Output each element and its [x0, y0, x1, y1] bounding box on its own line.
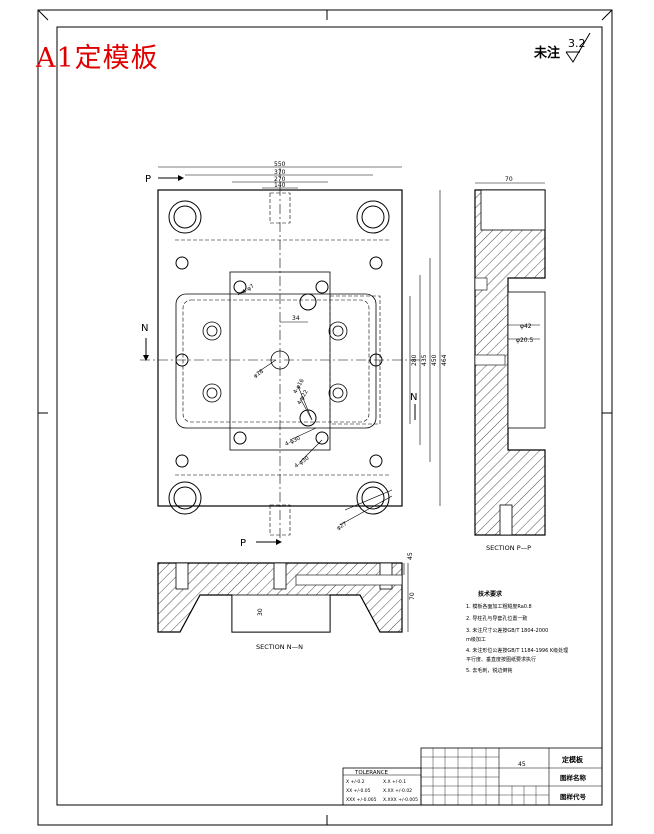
plan-view: 550 370 270 140 280 435 450 464 34 φ18 4 [140, 161, 448, 549]
dim-side-bore-1: φ42 [520, 323, 532, 330]
section-pp-view: 70 φ42 φ20.5 SECTION P—P [474, 176, 546, 552]
note-4: 4. 未注形位公差按GB/T 1184-1996 K级处理 [466, 647, 568, 654]
dim-plan-top-3: 270 [274, 176, 286, 183]
dim-plan-right-3: 450 [431, 354, 438, 366]
callout-6: 4-φ30 [294, 455, 311, 469]
tolerance-row-1: X +/-0.2 [346, 779, 365, 785]
roughness-value: 3.2 [568, 37, 586, 50]
dim-plan-top-2: 370 [274, 169, 286, 176]
inner-border [56, 26, 603, 806]
dim-section-left: 30 [257, 608, 264, 616]
tolerance-header: TOLERANCE [354, 770, 389, 776]
note-3: 3. 未注尺寸公差按GB/T 1804-2000 [466, 627, 548, 634]
section-nn-caption: SECTION N—N [256, 643, 303, 651]
title-drawing-code: 图样代号 [560, 792, 587, 801]
roughness-label: 未注 [533, 45, 560, 61]
dim-plan-top-1: 550 [274, 161, 286, 168]
callout-1: φ18 [253, 368, 266, 379]
section-p-bottom: P [240, 538, 246, 549]
cavity-inner [182, 299, 370, 423]
dim-plan-right-4: 464 [441, 354, 448, 366]
note-3b: m级加工 [466, 636, 486, 643]
hidden-lines [175, 192, 390, 536]
title-drawing-name: 图样名称 [560, 773, 587, 782]
dim-plan-small: 34 [292, 315, 300, 322]
dim-plan-top-4: 140 [274, 182, 286, 189]
centering-marks [37, 9, 613, 825]
drawing-title: A1定模板 [36, 43, 159, 74]
roughness-symbol: 未注 3.2 [533, 32, 591, 63]
section-pp-caption: SECTION P—P [486, 544, 531, 552]
guide-holes [168, 200, 390, 515]
section-p-top: P [145, 174, 151, 185]
outer-frame [37, 9, 613, 826]
dim-section-right-2: 70 [409, 592, 416, 600]
section-nn-view: 45 70 30 SECTION N—N [157, 552, 416, 651]
note-4b: 平行度、垂直度按图纸要求执行 [466, 656, 536, 663]
title-part-name: 定模板 [562, 755, 584, 764]
callout-leaders [237, 289, 393, 526]
tolerance-row-4: X.XX +/-0.02 [383, 788, 412, 794]
dim-side-top: 70 [505, 176, 513, 183]
screw-holes [175, 256, 383, 468]
cooling-ports [202, 321, 348, 403]
section-n-right: N [410, 392, 417, 403]
dim-side-bore-2: φ20.5 [516, 337, 534, 344]
note-5: 5. 去毛刺，锐边倒钝 [466, 667, 512, 674]
callout-5: 4-φ30 [284, 435, 302, 447]
title-block [342, 747, 603, 806]
dim-plan-right-1: 280 [411, 354, 418, 366]
notes-heading: 技术要求 [478, 590, 503, 598]
section-n-left: N [141, 323, 148, 334]
dim-section-right-1: 45 [407, 552, 414, 560]
title-scale: 45 [518, 761, 526, 768]
callout-7: φ27 [336, 521, 349, 532]
dim-plan-right-2: 435 [421, 354, 428, 366]
tolerance-row-3: XX +/-0.05 [346, 788, 371, 794]
tolerance-row-5: XXX +/-0.005 [346, 797, 377, 803]
note-2: 2. 导柱孔与导套孔位置一致 [466, 615, 527, 622]
cavity-recess [175, 293, 377, 429]
note-1: 1. 模板各面加工粗糙度Ra0.8 [466, 603, 532, 610]
tolerance-row-2: X.X +/-0.1 [383, 779, 406, 785]
technical-notes: 技术要求 1. 模板各面加工粗糙度Ra0.8 2. 导柱孔与导套孔位置一致 3.… [466, 590, 568, 674]
tolerance-row-6: X.XXX +/-0.005 [383, 797, 418, 803]
